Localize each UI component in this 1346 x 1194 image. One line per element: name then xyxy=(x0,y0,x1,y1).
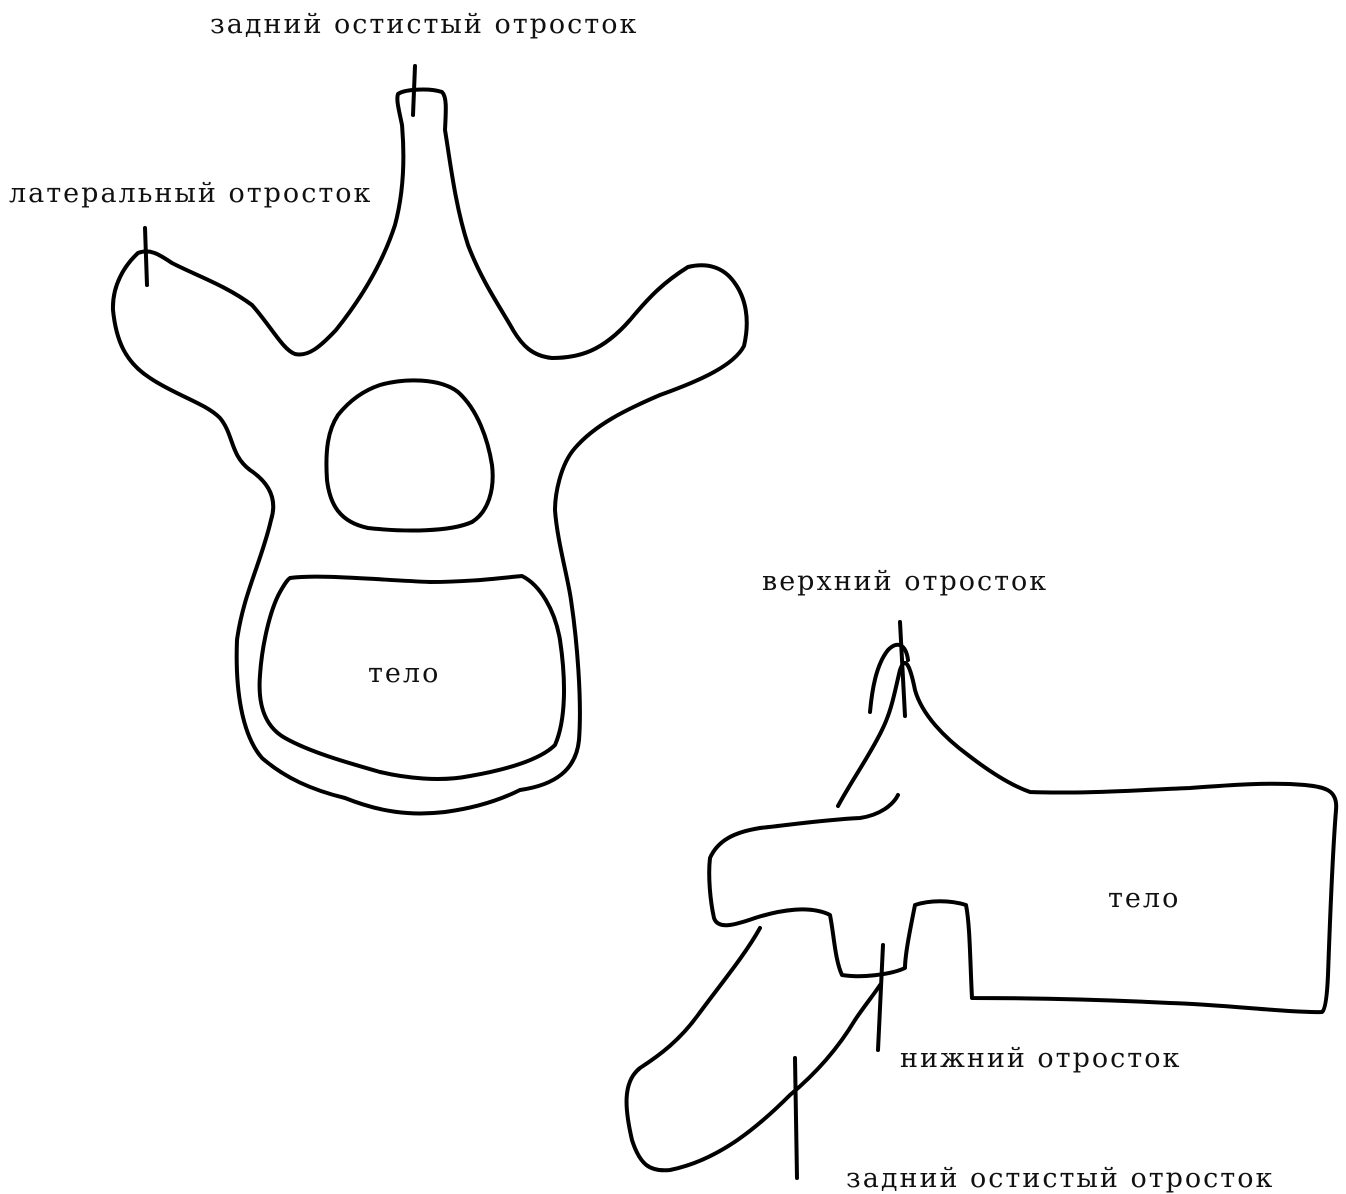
side-superior-leader-line xyxy=(900,622,905,716)
label-top-vertebral-body: тело xyxy=(368,660,440,687)
vertebral-foramen-outline xyxy=(326,380,492,530)
label-top-spinous-process: задний остистый отросток xyxy=(210,11,638,38)
label-top-lateral-process: латеральный отросток xyxy=(9,180,372,207)
side-inferior-leader-line xyxy=(878,945,883,1050)
label-side-vertebral-body: тело xyxy=(1108,885,1180,912)
vertebra-side-view xyxy=(627,645,1337,1171)
side-view-main-outline xyxy=(709,663,1336,1012)
side-spinous-process-outline xyxy=(627,928,880,1170)
label-side-inferior-process: нижний отросток xyxy=(900,1045,1181,1072)
label-side-superior-process: верхний отросток xyxy=(762,568,1048,595)
top-lateral-leader-line xyxy=(145,228,147,285)
top-spinous-leader-line xyxy=(413,66,415,115)
label-side-spinous-process: задний остистый отросток xyxy=(846,1165,1274,1192)
side-spinous-leader-line xyxy=(795,1058,797,1178)
